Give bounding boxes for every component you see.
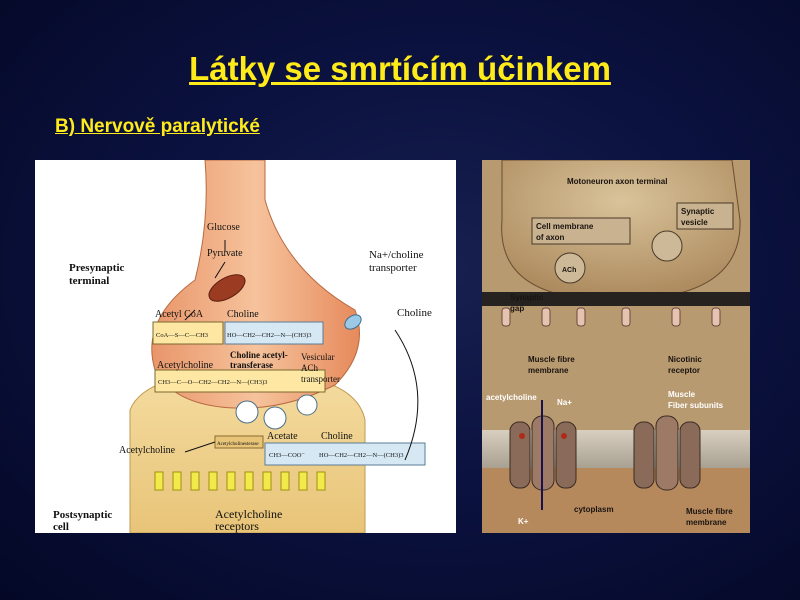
pathway-arrow <box>184 240 226 321</box>
vesicular-label-1: Vesicular <box>301 352 335 362</box>
choline-formula: HO—CH2—CH2—N—(CH3)3 <box>227 332 312 339</box>
cell-membrane-label-1: Cell membrane <box>536 222 594 231</box>
esterase-label: Acetylcholinesterase <box>217 442 259 447</box>
receptors-label-1: Acetylcholine <box>215 507 282 521</box>
na-transporter-label-1: Na+/choline <box>369 249 424 261</box>
ach-box <box>154 369 326 393</box>
synapse-diagram-svg: Presynaptic terminal Glucose Pyruvate Ac… <box>53 160 432 533</box>
na-transporter-label-2: transporter <box>369 262 417 274</box>
transporter-shape <box>344 314 362 330</box>
enzyme-label-2: transferase <box>230 360 273 370</box>
mitochondrion-shape <box>208 274 246 302</box>
choline-formula-bottom: HO—CH2—CH2—N—(CH3)3 <box>319 452 404 459</box>
postsynaptic-label-1: Postsynaptic <box>53 509 112 521</box>
muscle-fibre-bottom-label-1: Muscle fibre <box>686 507 733 516</box>
choline-bottom-label: Choline <box>321 431 353 442</box>
enzyme-label-1: Choline acetyl- <box>230 350 288 360</box>
glucose-label: Glucose <box>207 222 240 233</box>
coa-box <box>152 321 224 345</box>
postsynaptic-label-2: cell <box>53 521 69 533</box>
receptor-row <box>154 471 326 491</box>
vesicle <box>554 252 586 284</box>
synapse-diagram: Presynaptic terminal Glucose Pyruvate Ac… <box>35 160 456 533</box>
hydrolysis-arrow <box>184 441 216 453</box>
acetate-formula: CH3—COO⁻ <box>269 452 306 459</box>
na-plus-label: Na+ <box>557 398 572 407</box>
synaptic-vesicle-label-2: vesicle <box>681 218 708 227</box>
muscle-fibre-label-2: membrane <box>528 366 569 375</box>
acetate-label: Acetate <box>267 431 298 442</box>
vesicular-label-2: ACh <box>301 363 319 373</box>
acetylcholine-cleft-label: Acetylcholine <box>119 445 176 456</box>
synaptic-vesicle-box <box>676 202 734 230</box>
nicotinic-channel <box>509 400 577 510</box>
slide-title: Látky se smrtícím účinkem <box>189 50 611 87</box>
vesicular-label-3: transporter <box>301 374 340 384</box>
vesicle <box>296 394 318 416</box>
receptor-row-small <box>501 307 721 327</box>
fiber-subunits-label-1: Muscle <box>668 390 696 399</box>
ach-formula: CH3—C—O—CH2—CH2—N—(CH3)3 <box>158 379 267 386</box>
choline-box <box>224 321 324 345</box>
nicotinic-receptor-label-1: Nicotinic <box>668 355 702 364</box>
nicotinic-receptor-svg: Motoneuron axon terminal Cell membrane o… <box>482 160 750 533</box>
vesicle <box>235 400 259 424</box>
cell-membrane-box <box>531 217 631 245</box>
muscle-fibre-bottom-label-2: membrane <box>686 518 727 527</box>
coa-formula: CoA—S—C—CH3 <box>156 332 208 339</box>
vesicle <box>651 230 683 262</box>
synaptic-vesicle-label-1: Synaptic <box>681 207 715 216</box>
motoneuron-label: Motoneuron axon terminal <box>567 177 667 186</box>
fiber-subunits-label-2: Fiber subunits <box>668 401 724 410</box>
acetylcholine-top-label: Acetylcholine <box>157 360 214 371</box>
choline-right-label: Choline <box>397 307 432 319</box>
vesicle <box>263 406 287 430</box>
synaptic-gap-label-2: gap <box>510 304 524 313</box>
presynaptic-label-2: terminal <box>69 275 109 287</box>
cytoplasm-label: cytoplasm <box>574 505 614 514</box>
muscle-membrane-band <box>482 292 750 306</box>
synaptic-gap-label-1: Synaptic <box>510 293 544 302</box>
cell-membrane-label-2: of axon <box>536 233 565 242</box>
products-box <box>264 442 426 466</box>
choline-top-label: Choline <box>227 309 259 320</box>
muscle-fibre-label-1: Muscle fibre <box>528 355 575 364</box>
pyruvate-label: Pyruvate <box>207 248 243 259</box>
k-plus-label: K+ <box>518 517 529 526</box>
nicotinic-receptor-diagram: Motoneuron axon terminal Cell membrane o… <box>482 160 750 533</box>
slide-subtitle: B) Nervově paralytické <box>55 116 260 137</box>
fiber-subunits-channel <box>633 415 701 491</box>
acetylcholine-label: acetylcholine <box>486 393 537 402</box>
acetyl-coa-label: Acetyl CoA <box>155 309 204 320</box>
presynaptic-label-1: Presynaptic <box>69 262 125 274</box>
nicotinic-receptor-label-2: receptor <box>668 366 700 375</box>
ach-vesicle-label: ACh <box>562 267 576 274</box>
receptors-label-2: receptors <box>215 519 259 533</box>
recycle-arrow <box>394 329 419 461</box>
